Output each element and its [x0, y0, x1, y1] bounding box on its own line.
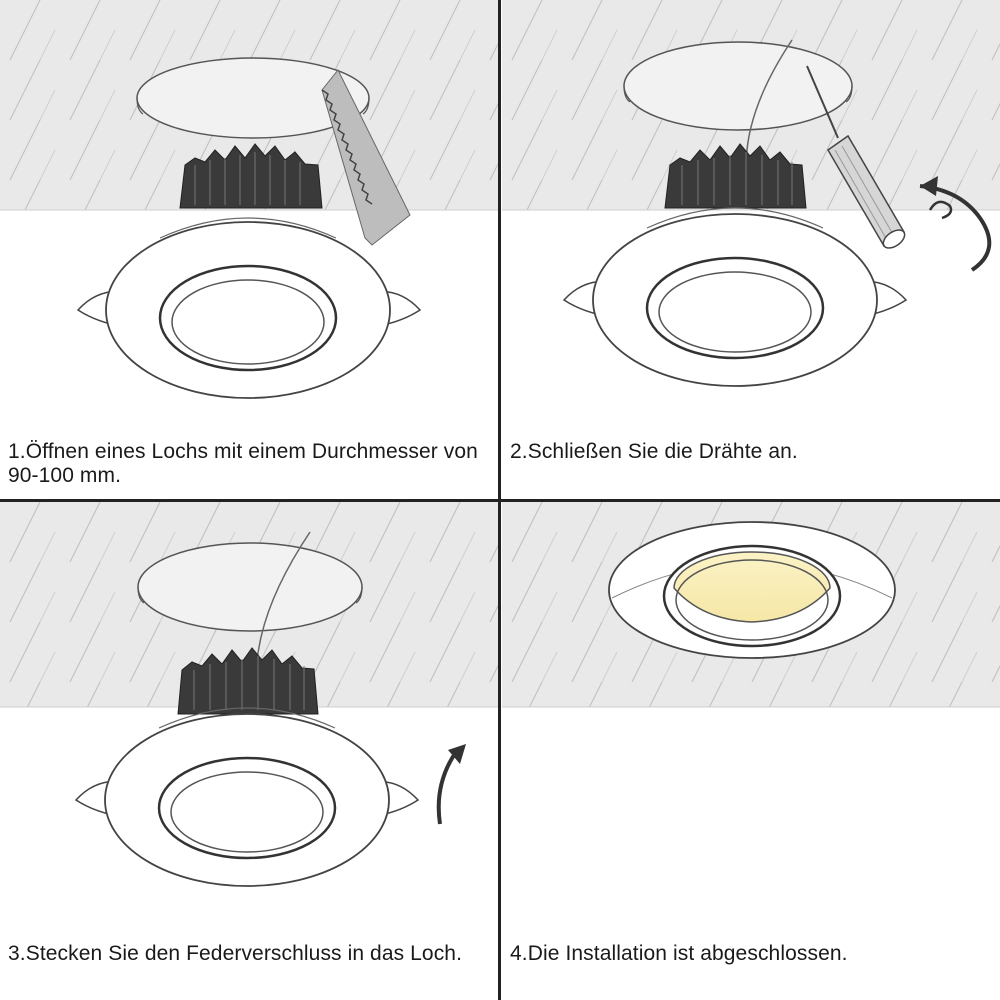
- step-1-panel: 1.Öffnen eines Lochs mit einem Durchmess…: [0, 0, 498, 498]
- step-1-caption: 1.Öffnen eines Lochs mit einem Durchmess…: [8, 440, 478, 487]
- step-2-panel: 2.Schließen Sie die Drähte an.: [502, 0, 1000, 498]
- spring-clip-insert-illustration: [0, 502, 498, 887]
- step-2-caption: 2.Schließen Sie die Drähte an.: [510, 440, 798, 463]
- step-3-panel: 3.Stecken Sie den Federverschluss in das…: [0, 502, 498, 1000]
- step-4-caption: 4.Die Installation ist abgeschlossen.: [510, 942, 848, 965]
- installed-downlight-illustration: [502, 502, 1000, 708]
- step-4-panel: 4.Die Installation ist abgeschlossen.: [502, 502, 1000, 1000]
- screwdriver-wiring-illustration: [502, 0, 1000, 387]
- step-3-caption: 3.Stecken Sie den Federverschluss in das…: [8, 942, 463, 965]
- saw-cutting-ceiling-hole-illustration: [0, 0, 498, 399]
- horizontal-divider: [0, 499, 1000, 502]
